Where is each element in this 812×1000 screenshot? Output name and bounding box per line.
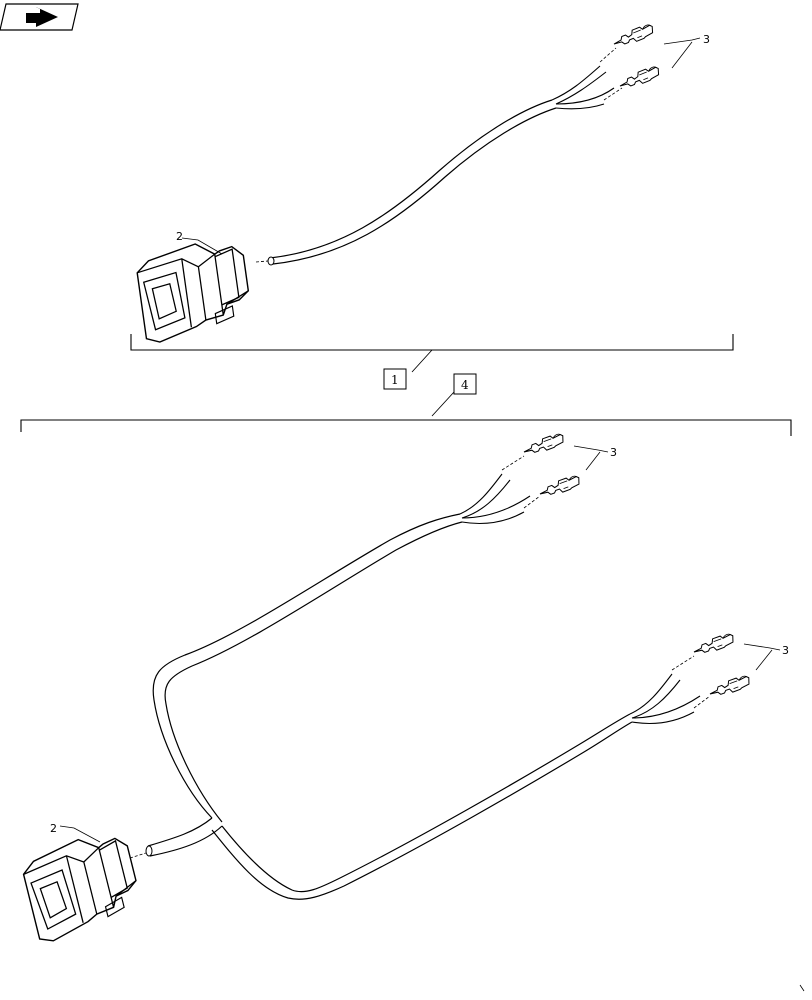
harness-short	[133, 22, 701, 345]
callout-3-upper: 3	[703, 33, 710, 46]
callout-3-lower-right: 3	[782, 644, 789, 657]
callout-4: 4	[461, 378, 469, 392]
callout-2-lower: 2	[50, 822, 57, 835]
harness-long	[17, 431, 781, 945]
bracket-assembly-1	[130, 334, 734, 390]
corner-mark	[799, 984, 805, 992]
callout-2-upper: 2	[176, 230, 183, 243]
callout-3-lower-top: 3	[610, 446, 617, 459]
page-forward-icon[interactable]	[0, 3, 79, 31]
callout-1: 1	[391, 373, 399, 387]
bracket-assembly-4	[20, 373, 792, 436]
